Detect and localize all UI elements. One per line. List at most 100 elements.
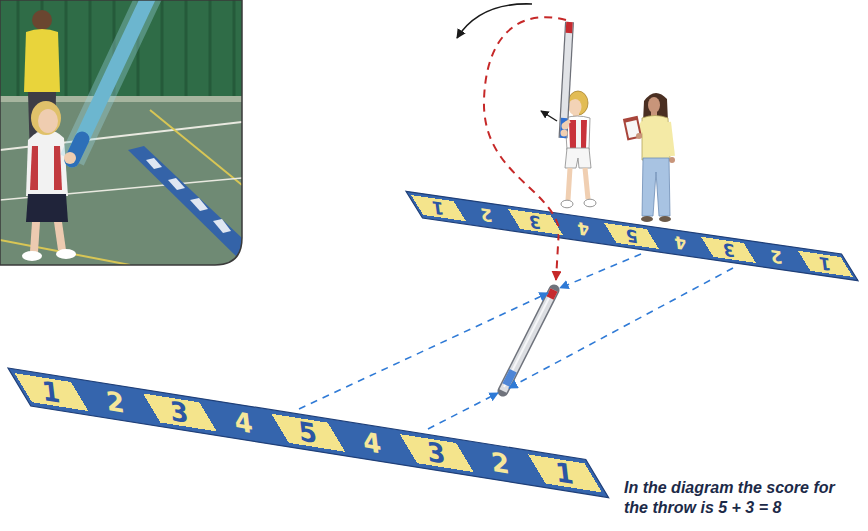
inset-photo (233, 0, 236, 100)
caption: In the diagram the score for the throw i… (624, 478, 862, 518)
girl-thrower (568, 91, 588, 115)
girl-thrower (569, 99, 582, 115)
rotation-arrow (457, 4, 532, 38)
inset-photo (0, 0, 242, 265)
score-number: 2 (488, 448, 514, 478)
score-number: 1 (552, 458, 578, 488)
landed-stick (504, 292, 552, 387)
woman-judge (636, 133, 642, 139)
mat-cell: 3 (136, 388, 223, 436)
measure-line (509, 268, 733, 388)
inset-photo (190, 198, 208, 211)
score-number: 5 (295, 418, 321, 448)
mat-cell: 3 (696, 233, 761, 267)
woman-judge (623, 116, 642, 141)
girl-thrower (565, 116, 590, 150)
girl-thrower (569, 120, 587, 148)
woman-judge (642, 116, 670, 161)
inset-photo (0, 0, 242, 265)
inset-photo (209, 0, 212, 100)
inset-photo (22, 251, 42, 261)
girl-thrower (561, 200, 573, 208)
inset-photo (72, 0, 150, 160)
inset-photo (213, 219, 231, 233)
inset-photo (26, 194, 68, 222)
score-number: 2 (478, 205, 495, 225)
inset-photo (30, 146, 62, 190)
mat-cell: 3 (393, 429, 480, 477)
far-mat: 123454321 (406, 191, 858, 280)
near-mat: 123454321 (8, 368, 609, 498)
inset-photo (146, 158, 231, 233)
landed-stick (506, 371, 513, 385)
inset-photo (17, 0, 20, 100)
rotation-arrow (457, 4, 532, 38)
push-arrow (541, 111, 557, 121)
mat-cell: 1 (521, 449, 608, 497)
woman-judge (668, 122, 672, 156)
inset-photo (26, 129, 68, 196)
mat-cell: 3 (503, 205, 568, 239)
inset-photo (161, 0, 164, 100)
girl-thrower (563, 22, 570, 138)
inset-photo (31, 101, 61, 135)
inset-photo (32, 10, 52, 30)
inset-photo (24, 29, 60, 92)
near-mat-band (8, 368, 609, 498)
girl-thrower (584, 199, 596, 207)
woman-judge (623, 116, 642, 141)
score-number: 3 (527, 212, 544, 232)
mat-cell: 1 (406, 191, 471, 225)
push-arrow (541, 111, 557, 121)
woman-judge (642, 158, 670, 216)
inset-photo (128, 146, 242, 262)
girl-thrower (565, 148, 591, 168)
score-number: 2 (768, 247, 785, 267)
score-number: 1 (430, 198, 447, 218)
mat-cell: 5 (265, 409, 352, 457)
inset-photo (89, 0, 92, 100)
near-mat-band (8, 368, 609, 498)
girl-thrower (576, 120, 581, 148)
inset-photo (56, 249, 76, 259)
flight-path (484, 17, 566, 280)
inset-photo (72, 0, 150, 160)
far-mat-band (406, 191, 858, 280)
inset-photo (54, 222, 66, 250)
score-number: 4 (359, 428, 385, 458)
landed-stick (550, 290, 554, 298)
score-number: 5 (623, 226, 640, 246)
score-number: 3 (167, 397, 193, 427)
girl-thrower (568, 168, 570, 200)
mat-cell: 5 (599, 219, 664, 253)
woman-judge (648, 97, 660, 113)
girl-thrower (585, 168, 588, 199)
girl-thrower (562, 123, 569, 130)
woman-judge (623, 93, 675, 222)
score-number: 4 (231, 407, 257, 437)
inset-photo (38, 146, 54, 190)
measure-line (560, 254, 641, 288)
far-mat-band (406, 191, 858, 280)
score-number: 4 (575, 219, 592, 239)
inset-photo (64, 152, 76, 164)
inset-photo (185, 0, 188, 100)
girl-thrower (568, 96, 588, 102)
inset-photo (65, 0, 68, 100)
woman-judge (669, 157, 675, 163)
girl-thrower (563, 22, 570, 138)
measure-line (299, 293, 548, 409)
inset-photo (38, 109, 58, 133)
score-number: 1 (39, 377, 65, 407)
girl-thrower (566, 22, 573, 33)
measure-line (428, 393, 498, 429)
inset-photo (168, 178, 185, 190)
flight-path (484, 17, 566, 280)
landed-stick (503, 290, 554, 391)
landed-stick (503, 290, 554, 391)
woman-judge (659, 216, 671, 222)
score-number: 4 (672, 233, 689, 253)
girl-thrower (561, 22, 597, 208)
score-number: 2 (103, 387, 129, 417)
landed-stick (503, 290, 554, 391)
